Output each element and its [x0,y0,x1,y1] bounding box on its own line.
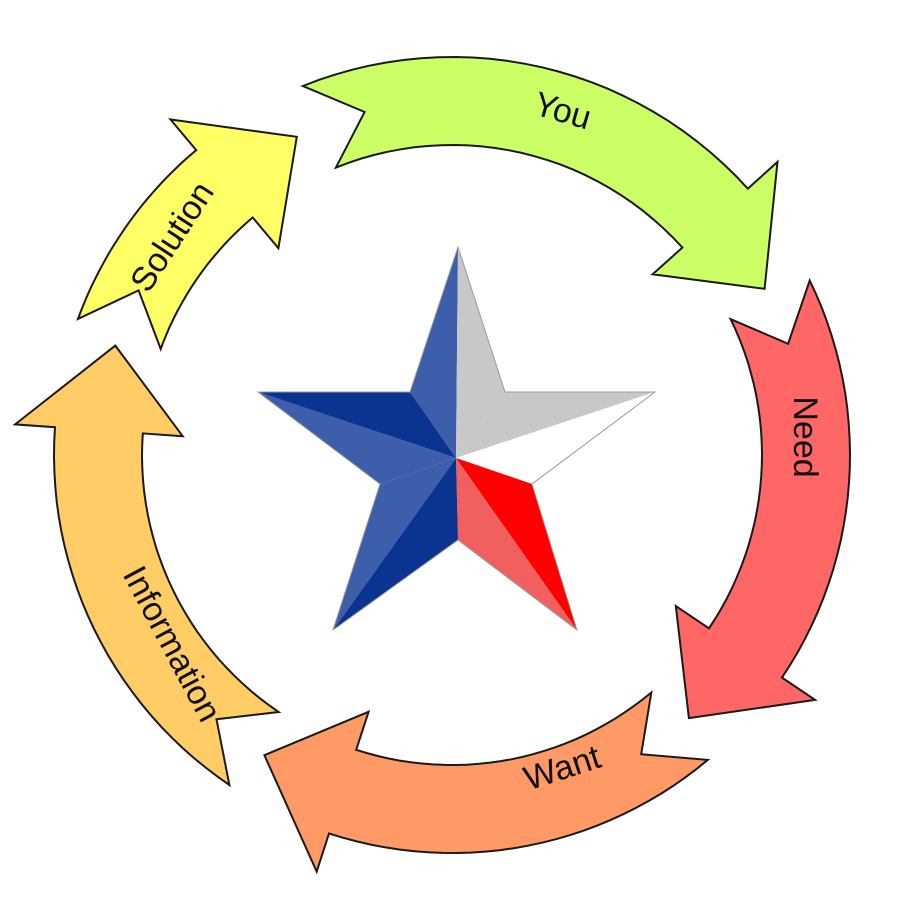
star-facet-left-upper [258,392,456,458]
star-emblem [256,245,657,632]
arrow-solution [76,118,298,352]
star-facet-bottom-left-inner [333,458,458,630]
arrow-want [263,690,711,875]
cycle-arrows [12,55,852,875]
star-facet-bottom-left-outer [333,458,456,630]
star-facet-right-lower [456,392,655,484]
star-facet-left-lower [258,392,456,484]
star-facet-top-left [410,247,458,458]
star-outline [256,245,657,632]
arrow-you [300,55,779,290]
label-need: Need [786,396,824,477]
arrow-need [674,277,852,720]
arrow-information [12,344,282,788]
star-facet-bottom-right-inner [456,458,577,630]
star-facet-top-right [456,247,505,458]
